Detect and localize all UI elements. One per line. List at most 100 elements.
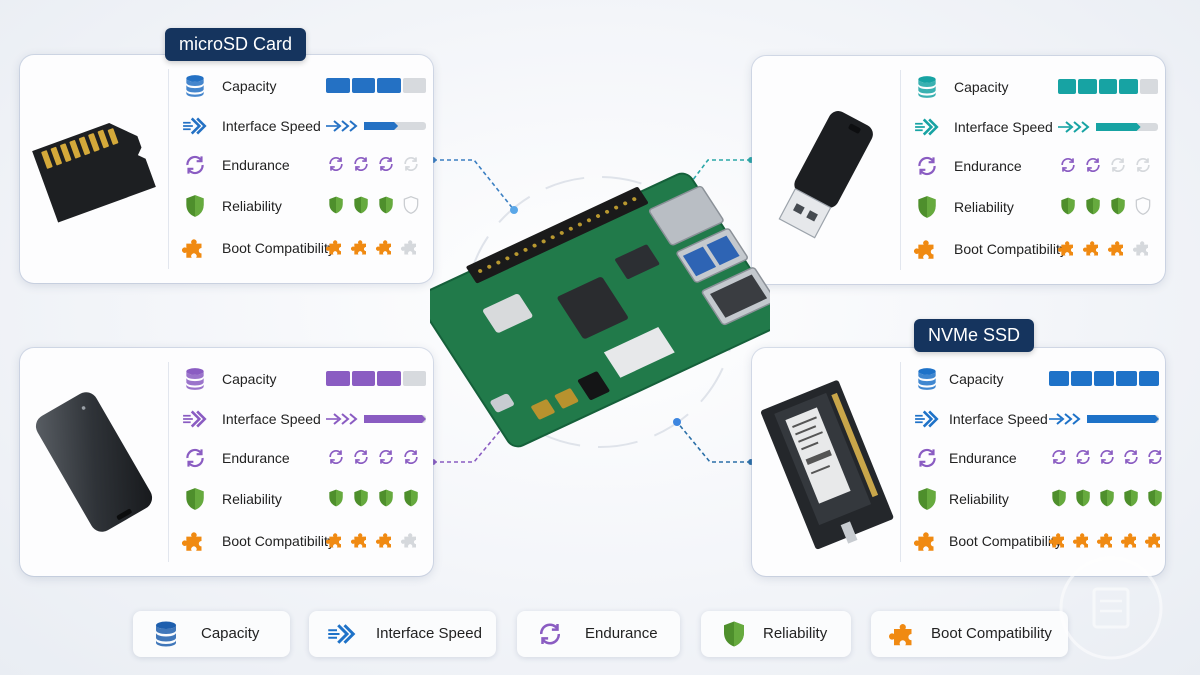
capacity-segment — [326, 371, 350, 386]
speed-bar — [1049, 413, 1159, 425]
metric-row: Endurance — [914, 151, 1159, 181]
legend-label: Reliability — [763, 625, 828, 642]
usb-ssd-panel: Capacity Interface Speed Endurance — [20, 348, 433, 576]
usb-flash-drive-image — [756, 70, 896, 270]
metric-rating — [1049, 488, 1162, 510]
shield-rating-icon — [351, 488, 371, 508]
puzzle-rating-icon — [1145, 530, 1165, 550]
puzzle-rating-icon — [1083, 238, 1103, 258]
puzzle-icon — [182, 528, 208, 554]
database-icon — [182, 73, 208, 99]
metric-row: Interface Speed — [182, 111, 427, 141]
cycle-rating-icon — [1121, 447, 1141, 467]
metric-label: Interface Speed — [222, 411, 321, 427]
cycle-rating-icon — [1049, 447, 1069, 467]
metric-rating — [326, 115, 426, 137]
puzzle-rating-icon — [376, 530, 396, 550]
puzzle-icon — [889, 619, 919, 649]
metric-label: Boot Compatibility — [222, 240, 335, 256]
legend-endurance: Endurance — [517, 611, 680, 657]
metric-rating — [326, 154, 426, 176]
speed-bar — [1058, 121, 1158, 133]
metric-row: Endurance — [182, 443, 427, 473]
shield-rating-icon — [1083, 196, 1103, 216]
capacity-segment — [377, 371, 401, 386]
metric-rating — [1058, 116, 1158, 138]
metric-row: Reliability — [182, 484, 427, 514]
metric-list-usb-flash: Capacity Interface Speed Endurance — [914, 72, 1159, 272]
metric-label: Reliability — [949, 491, 1009, 507]
watermark-badge — [1058, 555, 1164, 661]
shield-rating-icon — [401, 488, 421, 508]
metric-row: Capacity — [914, 72, 1159, 102]
cycle-rating-icon — [326, 154, 346, 174]
cycle-icon — [535, 619, 565, 649]
metric-row: Reliability — [914, 484, 1162, 514]
shield-rating-icon — [1073, 488, 1093, 508]
metric-rating — [326, 75, 426, 97]
metric-row: Boot Compatibility — [182, 233, 427, 263]
card-title-microsd: microSD Card — [165, 28, 307, 61]
shield-rating-icon — [351, 195, 371, 215]
shield-rating-icon — [1058, 196, 1078, 216]
puzzle-rating-icon — [1073, 530, 1093, 550]
metric-label: Interface Speed — [222, 118, 321, 134]
microsd-card-panel: microSD Card Capacity — [20, 28, 433, 283]
database-icon — [914, 74, 940, 100]
raspberry-pi-board-image — [417, 150, 783, 470]
shield-icon — [914, 194, 940, 220]
metric-label: Reliability — [222, 198, 282, 214]
legend-label: Capacity — [201, 625, 260, 642]
capacity-segment — [377, 78, 401, 93]
metric-list-microsd: Capacity Interface Speed Endurance — [182, 71, 427, 271]
metric-row: Boot Compatibility — [914, 234, 1159, 264]
metric-label: Endurance — [949, 450, 1017, 466]
speed-arrows-icon — [914, 114, 940, 140]
capacity-segment — [1138, 371, 1159, 386]
puzzle-rating-icon — [376, 237, 396, 257]
shield-rating-icon — [376, 195, 396, 215]
metric-list-nvme: Capacity Interface Speed Endurance — [914, 364, 1162, 564]
database-icon — [914, 366, 940, 392]
metric-row: Endurance — [914, 443, 1162, 473]
metric-rating — [326, 488, 426, 510]
legend-boot-compatibility: Boot Compatibility — [871, 611, 1068, 657]
speed-arrows-icon — [182, 406, 208, 432]
metric-row: Interface Speed — [182, 404, 427, 434]
capacity-segment — [1116, 371, 1137, 386]
capacity-segment — [326, 78, 350, 93]
cycle-icon — [182, 152, 208, 178]
cycle-rating-icon — [376, 447, 396, 467]
puzzle-rating-icon — [401, 530, 421, 550]
cycle-rating-icon — [1058, 155, 1078, 175]
legend-label: Boot Compatibility — [931, 625, 1052, 642]
puzzle-rating-icon — [1097, 530, 1117, 550]
metric-rating — [326, 447, 426, 469]
metric-label: Boot Compatibility — [949, 533, 1062, 549]
puzzle-rating-icon — [1049, 530, 1069, 550]
metric-label: Interface Speed — [954, 119, 1053, 135]
cycle-rating-icon — [1097, 447, 1117, 467]
cycle-rating-icon — [1133, 155, 1153, 175]
cycle-rating-icon — [351, 447, 371, 467]
speed-arrows-icon — [182, 113, 208, 139]
shield-rating-icon — [1049, 488, 1069, 508]
puzzle-rating-icon — [351, 237, 371, 257]
legend-interface-speed: Interface Speed — [309, 611, 496, 657]
metric-rating — [1049, 447, 1162, 469]
puzzle-rating-icon — [401, 237, 421, 257]
metric-row: Interface Speed — [914, 112, 1159, 142]
metric-row: Capacity — [914, 364, 1159, 394]
speed-arrows-icon — [914, 406, 940, 432]
metric-label: Endurance — [222, 450, 290, 466]
metric-rating — [1049, 408, 1159, 430]
shield-rating-icon — [1121, 488, 1141, 508]
shield-icon — [182, 193, 208, 219]
metric-row: Endurance — [182, 150, 427, 180]
metric-row: Capacity — [182, 71, 427, 101]
database-icon — [182, 366, 208, 392]
puzzle-icon — [914, 528, 940, 554]
metric-row: Boot Compatibility — [914, 526, 1160, 556]
cycle-rating-icon — [376, 154, 396, 174]
metric-label: Boot Compatibility — [954, 241, 1067, 257]
